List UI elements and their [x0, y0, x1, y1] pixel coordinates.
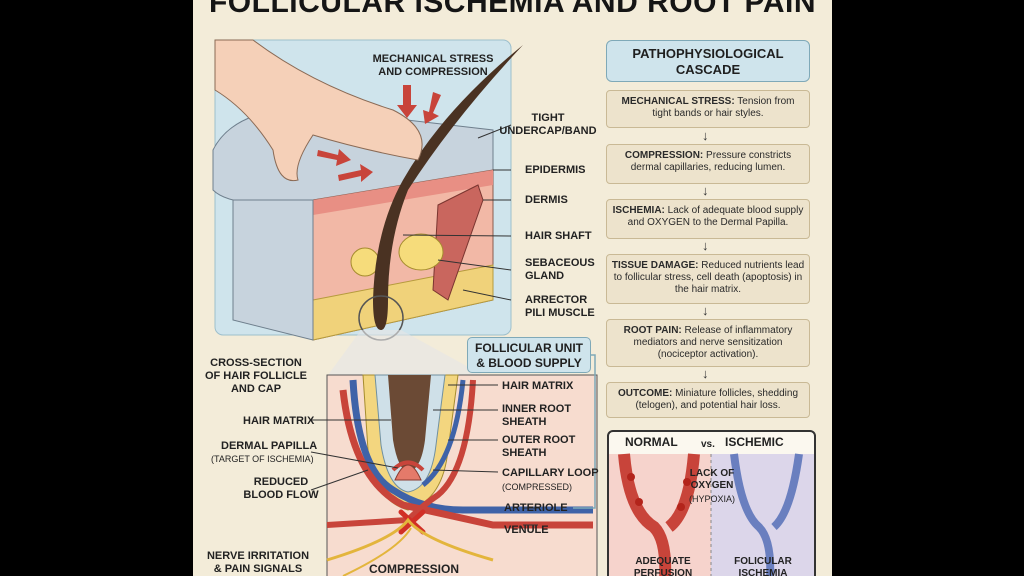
cascade-step: MECHANICAL STRESS: Tension from tight ba… [606, 90, 810, 128]
label-mechanical-stress: MECHANICAL STRESS AND COMPRESSION [372, 53, 494, 78]
label-hair-matrix-right: HAIR MATRIX [502, 380, 574, 392]
down-arrow-icon: ↓ [702, 366, 709, 381]
label-capillary-loop: CAPILLARY LOOP [502, 467, 599, 479]
page-title: FOLLICULAR ISCHEMIA AND ROOT PAIN [208, 0, 817, 19]
label-dermal-papilla-note: (TARGET OF ISCHEMIA) [211, 454, 314, 464]
label-outer-root-sheath: OUTER ROOT SHEATH [502, 434, 576, 459]
down-arrow-icon: ↓ [702, 303, 709, 318]
normal-label: NORMAL [625, 435, 678, 449]
label-tight-band: TIGHT UNDERCAP/BAND [499, 112, 597, 137]
follicular-ischemia-label: FOLICULAR ISCHEMIA [734, 556, 792, 576]
label-hair-matrix-left: HAIR MATRIX [243, 415, 315, 427]
label-venule: VENULE [504, 524, 549, 536]
adequate-perfusion-label: ADEQUATE PERFUSION [633, 556, 693, 576]
cascade-step: ROOT PAIN: Release of inflammatory media… [606, 319, 810, 367]
hypoxia-label: (HYPOXIA) [688, 494, 735, 504]
label-arrector-pili: ARRECTOR PILI MUSCLE [525, 294, 595, 319]
follicular-unit-title: FOLLICULAR UNIT & BLOOD SUPPLY [467, 337, 591, 373]
comparison-illustration [609, 453, 814, 576]
cascade-title: PATHOPHYSIOLOGICAL CASCADE [606, 40, 810, 82]
label-dermis: DERMIS [525, 194, 568, 206]
label-epidermis: EPIDERMIS [525, 164, 586, 176]
lack-oxygen-label: LACK OF OXYGEN [689, 468, 735, 491]
label-dermal-papilla: DERMAL PAPILLA [221, 440, 318, 452]
label-compression: COMPRESSION [369, 562, 460, 576]
infographic-sheet: FOLLICULAR ISCHEMIA AND ROOT PAIN [193, 0, 832, 576]
follicle-illustration [212, 39, 598, 576]
normal-vs-ischemic-panel: NORMAL vs. ISCHEMIC LACK OF OXYGEN (HYPO… [607, 430, 816, 576]
cascade-step: COMPRESSION: Pressure constricts dermal … [606, 144, 810, 184]
cascade-step: ISCHEMIA: Lack of adequate blood supply … [606, 199, 810, 239]
down-arrow-icon: ↓ [702, 238, 709, 253]
down-arrow-icon: ↓ [702, 128, 709, 143]
label-inner-root-sheath: INNER ROOT SHEATH [502, 403, 572, 428]
label-reduced-flow: REDUCED BLOOD FLOW [243, 476, 319, 501]
vs-label: vs. [701, 439, 715, 450]
down-arrow-icon: ↓ [702, 183, 709, 198]
label-nerve-irritation: NERVE IRRITATION & PAIN SIGNALS [206, 550, 310, 575]
cascade-step: OUTCOME: Miniature follicles, shedding (… [606, 382, 810, 418]
ischemic-label: ISCHEMIC [725, 435, 784, 449]
label-cross-section: CROSS-SECTION OF HAIR FOLLICLE AND CAP [204, 357, 308, 395]
label-arteriole: ARTERIOLE [504, 502, 568, 514]
label-capillary-note: (COMPRESSED) [502, 482, 573, 492]
label-hair-shaft: HAIR SHAFT [525, 230, 592, 242]
label-sebaceous-gland: SEBACEOUS GLAND [525, 257, 595, 282]
cascade-step: TISSUE DAMAGE: Reduced nutrients lead to… [606, 254, 810, 304]
